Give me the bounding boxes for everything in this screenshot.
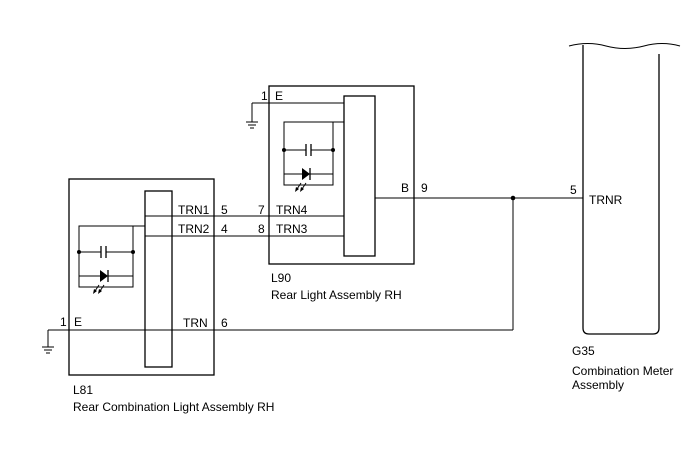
- junction-dot: [331, 148, 335, 152]
- l90-pin-b: B: [401, 181, 409, 195]
- l90-code: L90: [271, 271, 291, 285]
- l81-pin-e: E: [74, 315, 82, 329]
- g35-code: G35: [572, 344, 595, 358]
- wire-pin-number-9: 9: [421, 181, 428, 195]
- junction-dot: [77, 250, 81, 254]
- l81-pin-trn: TRN: [183, 316, 208, 330]
- capacitor-icon: [284, 144, 333, 156]
- g35-name-line2: Assembly: [572, 378, 624, 392]
- l81-code: L81: [73, 383, 93, 397]
- ground-icon: [42, 346, 54, 354]
- l90-pin-number-8: 8: [258, 222, 265, 236]
- junction-dot: [510, 195, 516, 201]
- g35-housing: [582, 45, 660, 335]
- capacitor-icon: [79, 246, 133, 258]
- led-icon: [284, 168, 333, 192]
- led-icon: [79, 270, 133, 294]
- l90-pin-e: E: [275, 89, 283, 103]
- l81-pin-trn1: TRN1: [178, 203, 210, 217]
- l81-housing: [68, 178, 215, 376]
- l90-internal-loop: [283, 121, 344, 186]
- ground-icon: [246, 121, 258, 129]
- wire-pin-number-6: 6: [221, 316, 228, 330]
- l90-connector: 1 E B 9 7 TRN4 8 TRN3 L90 Rear Light Ass…: [246, 85, 583, 302]
- l81-internal-block: [144, 190, 173, 368]
- l90-pin-trn3: TRN3: [276, 222, 308, 236]
- junction-dot: [131, 250, 135, 254]
- l90-name: Rear Light Assembly RH: [271, 288, 402, 302]
- g35-pin-trnr: TRNR: [589, 193, 623, 207]
- wire-pin-number-4: 4: [221, 222, 228, 236]
- l90-ground-pin-number: 1: [261, 89, 268, 103]
- g35-break-line: [568, 43, 681, 49]
- l90-housing: [268, 85, 415, 265]
- g35-name-line1: Combination Meter: [572, 364, 673, 378]
- l81-connector: TRN1 TRN2 TRN 1 E L81 Rear Combination L…: [42, 178, 513, 414]
- l81-name: Rear Combination Light Assembly RH: [73, 400, 274, 414]
- l81-internal-loop: [78, 225, 145, 288]
- l90-pin-trn4: TRN4: [276, 203, 308, 217]
- l81-ground-pin-number: 1: [60, 315, 67, 329]
- l90-internal-block: [343, 95, 376, 257]
- g35-connector: 5 TRNR G35 Combination Meter Assembly: [568, 43, 681, 392]
- l90-pin-number-7: 7: [258, 203, 265, 217]
- junction-dot: [282, 148, 286, 152]
- l81-pin-trn2: TRN2: [178, 222, 210, 236]
- wire-pin-number-5: 5: [221, 203, 228, 217]
- g35-pin-number-5: 5: [570, 183, 577, 197]
